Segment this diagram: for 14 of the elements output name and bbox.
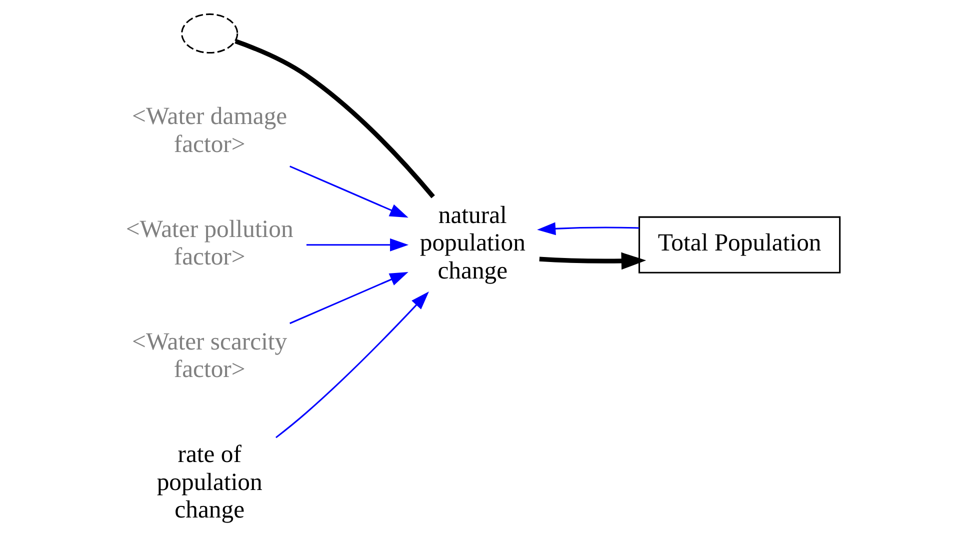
arrow bbox=[539, 252, 646, 270]
arrow bbox=[290, 272, 408, 324]
arrow bbox=[276, 291, 429, 438]
arrow bbox=[537, 222, 640, 236]
node-box: Total Population bbox=[638, 216, 841, 274]
node-text: <Water damage factor> bbox=[132, 103, 288, 158]
arrow bbox=[306, 238, 409, 252]
arrow bbox=[290, 166, 408, 218]
connector bbox=[234, 39, 435, 198]
node-cloud bbox=[181, 13, 238, 54]
node-text: natural population change bbox=[420, 202, 526, 284]
node-text: rate of population change bbox=[156, 441, 262, 524]
node-text: <Water scarcity factor> bbox=[132, 328, 288, 384]
node-text: <Water pollution factor> bbox=[126, 216, 294, 271]
